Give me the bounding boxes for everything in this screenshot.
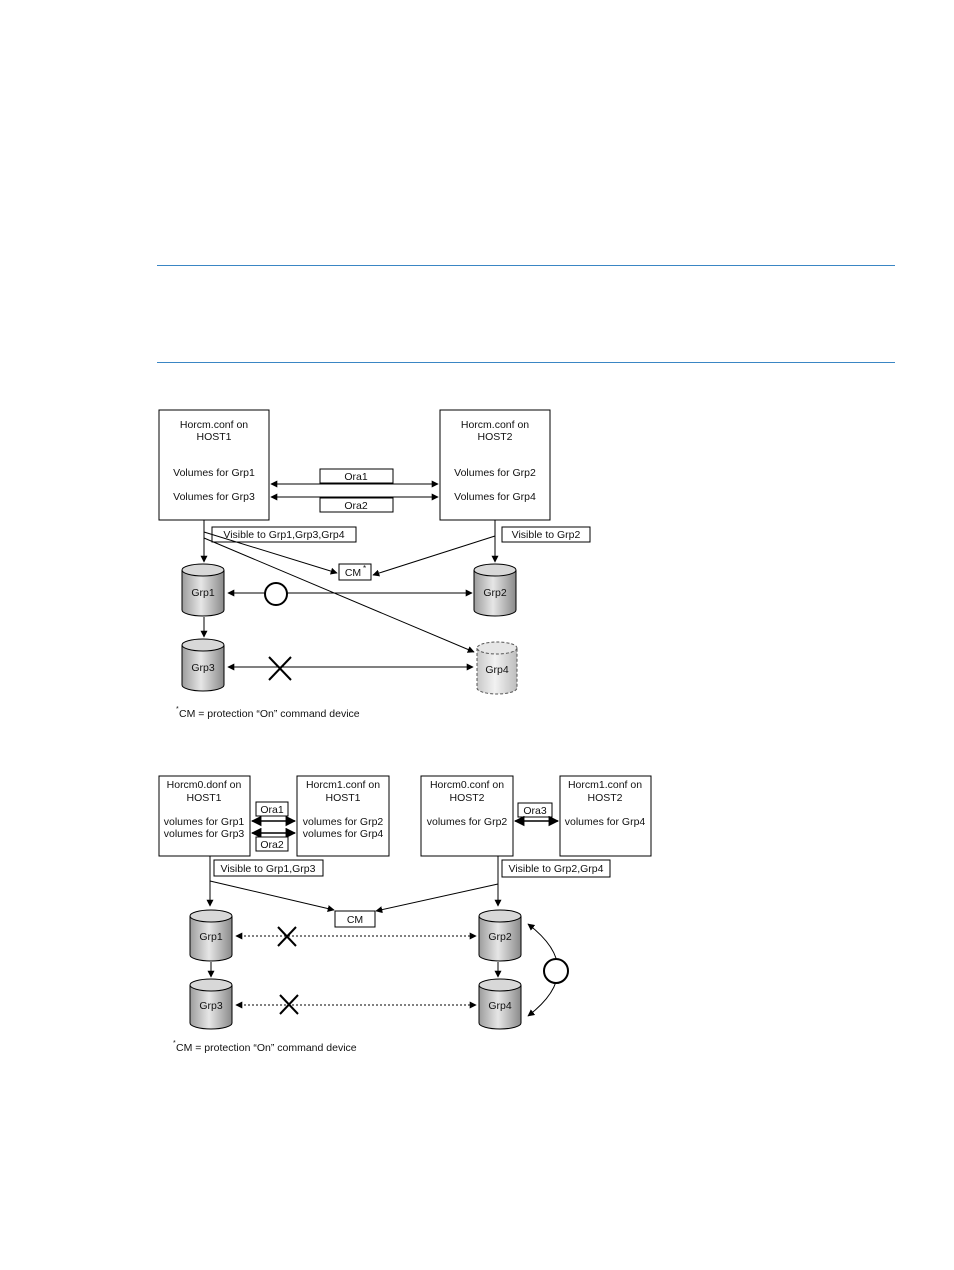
- box2-vol-grp2: volumes for Grp2: [303, 816, 384, 828]
- d2-denied-cross-icon-2: [279, 994, 299, 1015]
- box1-vol-grp1: volumes for Grp1: [164, 816, 245, 828]
- disk-grp2-label: Grp2: [483, 587, 507, 599]
- d2-ora2-label: Ora2: [260, 839, 284, 851]
- box3-host: HOST2: [449, 792, 484, 804]
- footnote-1: CM = protection “On” command device: [179, 708, 360, 720]
- host1-config-box: Horcm.conf on HOST1 Volumes for Grp1 Vol…: [158, 409, 270, 521]
- d2-ora3-label: Ora3: [523, 805, 547, 817]
- d2-cm-box: [334, 910, 376, 928]
- horcm0-host1-box: Horcm0.donf on HOST1 volumes for Grp1 vo…: [158, 775, 251, 857]
- horcm1-host1-box: Horcm1.conf on HOST1 volumes for Grp2 vo…: [296, 775, 390, 857]
- box2-vol-grp4: volumes for Grp4: [303, 828, 384, 840]
- host1-vol-grp1: Volumes for Grp1: [173, 467, 255, 479]
- visible-right-label: Visible to Grp2: [512, 529, 581, 541]
- d2-visible-right-box: [501, 859, 611, 878]
- diagram-1: Horcm.conf on HOST1 Volumes for Grp1 Vol…: [158, 409, 591, 720]
- horcm0-host2-box: Horcm0.conf on HOST2 volumes for Grp2: [420, 775, 514, 857]
- d2-disk-grp2-label: Grp2: [488, 931, 512, 943]
- host1-name: HOST1: [196, 431, 231, 443]
- host2-vol-grp2: Volumes for Grp2: [454, 467, 536, 479]
- host2-config-box: Horcm.conf on HOST2 Volumes for Grp2 Vol…: [439, 409, 551, 521]
- disk-grp4-label: Grp4: [485, 664, 509, 676]
- allowed-circle-icon: [264, 582, 288, 606]
- footnote-2-asterisk: *: [173, 1040, 176, 1047]
- d2-disk-grp4-label: Grp4: [488, 1000, 512, 1012]
- ora2-label: Ora2: [344, 500, 368, 512]
- disk-grp2: Grp2: [473, 563, 517, 617]
- d2-visible-left-box: [213, 859, 324, 877]
- footnote-1-asterisk: *: [176, 706, 179, 713]
- disk-grp3-label: Grp3: [191, 662, 215, 674]
- ora2-label-box: [319, 497, 394, 513]
- disk-grp4: Grp4: [476, 641, 518, 695]
- visible-left-label: Visible to Grp1,Grp3,Grp4: [223, 529, 344, 541]
- d2-ora1-label: Ora1: [260, 804, 284, 816]
- d2-disk-grp1-label: Grp1: [199, 931, 223, 943]
- box1-host: HOST1: [186, 792, 221, 804]
- disk-grp3: Grp3: [181, 638, 225, 692]
- d2-disk-grp3-label: Grp3: [199, 1000, 223, 1012]
- box4-title: Horcm1.conf on: [568, 779, 642, 791]
- host1-title: Horcm.conf on: [180, 419, 248, 431]
- disk-grp1-label: Grp1: [191, 587, 215, 599]
- d2-host2-to-cm-arrow: [375, 883, 499, 914]
- top-rule: [157, 265, 895, 266]
- ora1-label-box: [319, 468, 394, 484]
- box4-host: HOST2: [587, 792, 622, 804]
- box1-title: Horcm0.donf on: [167, 779, 242, 791]
- box3-vol-grp2: volumes for Grp2: [427, 816, 508, 828]
- d2-ora2-box: [255, 836, 289, 852]
- visible-right-box: [501, 526, 591, 543]
- box2-host: HOST1: [325, 792, 360, 804]
- diagram-2: Horcm0.donf on HOST1 volumes for Grp1 vo…: [158, 775, 652, 1054]
- host2-to-cm-arrow: [372, 535, 496, 577]
- d2-visible-right-label: Visible to Grp2,Grp4: [509, 863, 604, 875]
- box1-vol-grp3: volumes for Grp3: [164, 828, 245, 840]
- host2-vol-grp4: Volumes for Grp4: [454, 491, 536, 503]
- ora1-label: Ora1: [344, 471, 368, 483]
- footnote-2: CM = protection “On” command device: [176, 1042, 357, 1054]
- horcm1-host2-box: Horcm1.conf on HOST2 volumes for Grp4: [559, 775, 652, 857]
- cm-box: [338, 563, 372, 581]
- d2-disk-grp1: Grp1: [189, 909, 233, 962]
- host2-name: HOST2: [477, 431, 512, 443]
- cm-label: CM: [345, 567, 361, 579]
- host1-to-grp4-arrow: [203, 537, 475, 653]
- host2-title: Horcm.conf on: [461, 419, 529, 431]
- d2-denied-cross-icon-1: [277, 926, 297, 947]
- d2-allowed-circle-icon: [543, 958, 569, 984]
- box3-title: Horcm0.conf on: [430, 779, 504, 791]
- host1-to-cm-arrow: [203, 531, 338, 575]
- denied-cross-icon: [268, 656, 292, 681]
- box4-vol-grp4: volumes for Grp4: [565, 816, 646, 828]
- d2-disk-grp3: Grp3: [189, 978, 233, 1030]
- d2-cm-label: CM: [347, 914, 363, 926]
- host1-vol-grp3: Volumes for Grp3: [173, 491, 255, 503]
- d2-host1-to-cm-arrow: [209, 880, 335, 912]
- d2-disk-grp2: Grp2: [478, 909, 522, 962]
- bottom-rule: [157, 362, 895, 363]
- disk-grp1: Grp1: [181, 563, 225, 617]
- cm-asterisk: *: [363, 564, 366, 573]
- box2-title: Horcm1.conf on: [306, 779, 380, 791]
- d2-visible-left-label: Visible to Grp1,Grp3: [221, 863, 316, 875]
- d2-disk-grp4: Grp4: [478, 978, 522, 1030]
